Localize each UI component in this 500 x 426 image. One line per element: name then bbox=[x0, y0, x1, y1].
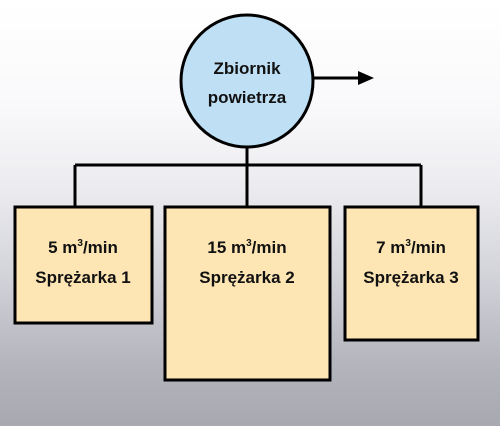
air-tank-circle bbox=[179, 13, 315, 149]
output-arrow bbox=[313, 71, 374, 85]
output-arrow-head bbox=[358, 71, 374, 85]
compressor-box-2 bbox=[163, 205, 332, 382]
compressor-node-1: 5 m3/min Sprężarka 1 bbox=[13, 205, 154, 325]
compressor-box-1 bbox=[13, 205, 154, 325]
compressor-name-3: Sprężarka 3 bbox=[363, 268, 458, 287]
compressor-name-1: Sprężarka 1 bbox=[35, 268, 130, 287]
compressor-flow-3: 7 m3/min bbox=[376, 238, 446, 257]
flow-exponent: 3 bbox=[405, 238, 411, 249]
air-tank-label-line2: powietrza bbox=[208, 88, 287, 107]
compressor-node-2: 15 m3/min Sprężarka 2 bbox=[163, 205, 332, 382]
compressor-node-3: 7 m3/min Sprężarka 3 bbox=[343, 205, 480, 342]
flow-exponent: 3 bbox=[77, 238, 83, 249]
air-tank-label-line1: Zbiornik bbox=[213, 59, 281, 78]
air-tank-node: Zbiornik powietrza bbox=[179, 13, 315, 149]
compressor-flow-2: 15 m3/min bbox=[207, 238, 286, 257]
compressor-flow-1: 5 m3/min bbox=[48, 238, 118, 257]
compressor-name-2: Sprężarka 2 bbox=[199, 268, 294, 287]
connector-lines bbox=[73, 142, 423, 207]
flow-exponent: 3 bbox=[246, 238, 252, 249]
compressor-box-3 bbox=[343, 205, 480, 342]
